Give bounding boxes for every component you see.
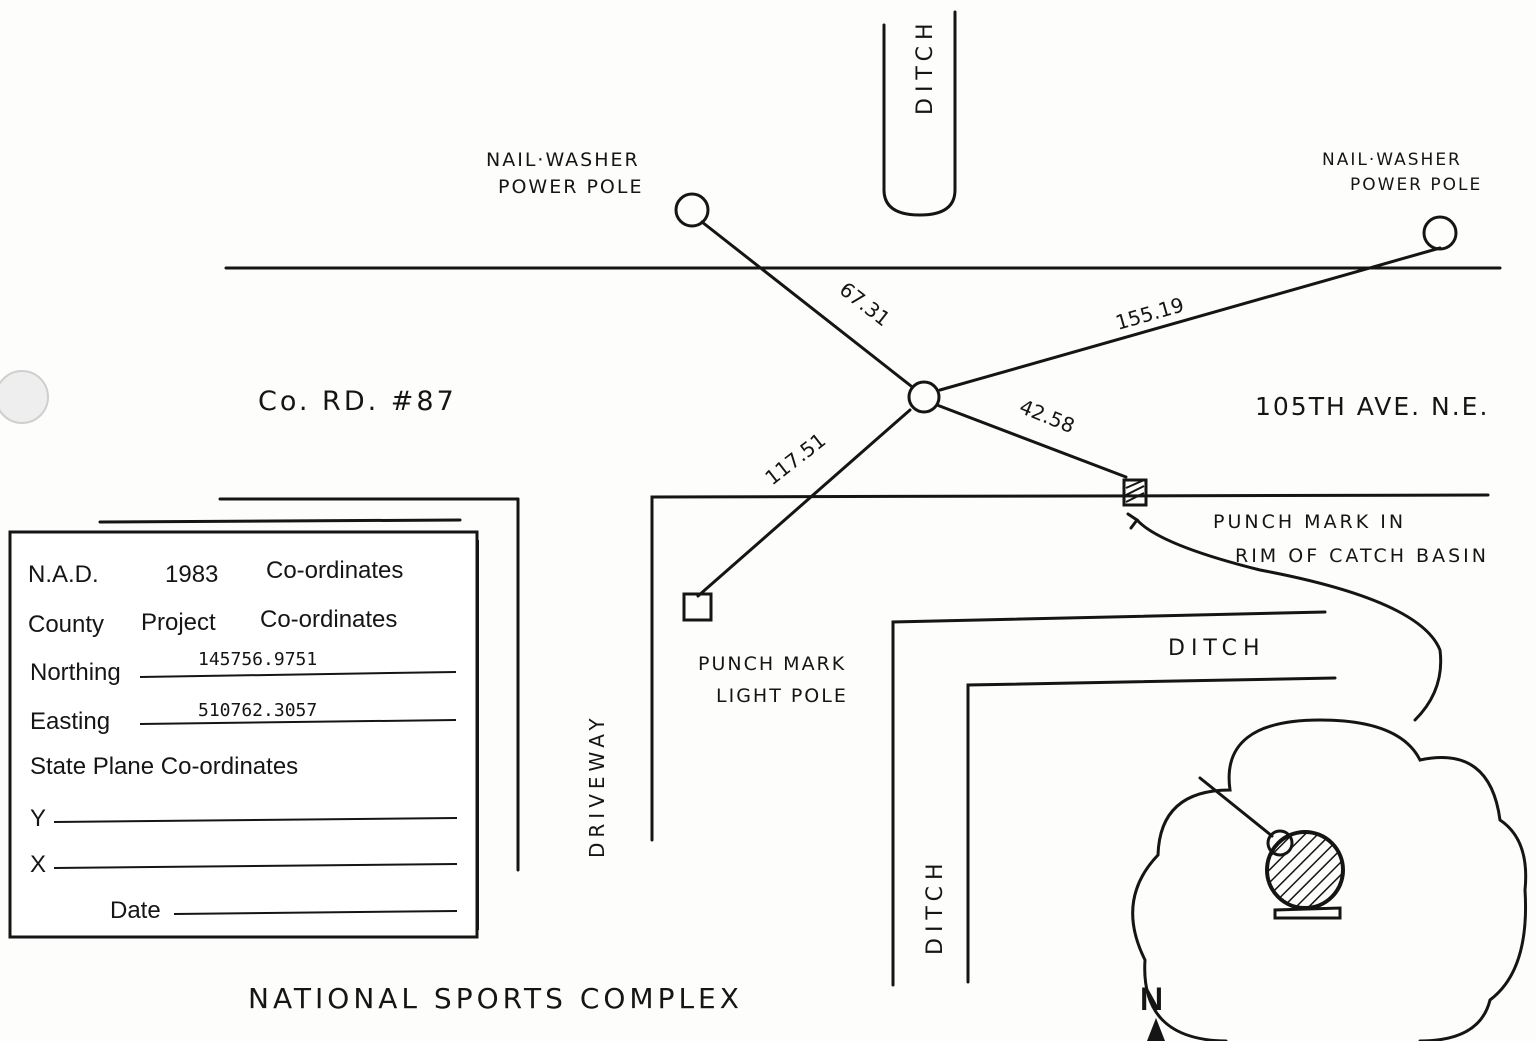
form-northing-label: Northing — [30, 659, 121, 686]
nail-left-line2: POWER POLE — [498, 176, 643, 198]
form-easting-label: Easting — [30, 708, 110, 735]
north-arrow-icon — [1147, 1018, 1165, 1041]
driveway-right-edge — [650, 493, 1490, 842]
line-to-right-pole — [938, 246, 1442, 392]
ditch-right-label: DITCH — [1168, 636, 1265, 661]
ditch-top-label: DITCH — [913, 18, 938, 115]
driveway-label: DRIVEWAY — [585, 713, 609, 858]
punch-basin-line1: PUNCH MARK IN — [1213, 511, 1406, 533]
distance-left-pole: 67.31 — [835, 277, 895, 331]
light-pole-icon — [682, 592, 713, 622]
basin-leader-arrow-icon — [1126, 512, 1140, 530]
nail-left-line1: NAIL·WASHER — [486, 149, 640, 171]
line-to-light-pole — [696, 408, 912, 598]
north-label: N — [1140, 981, 1163, 1017]
form-date-label: Date — [110, 897, 161, 924]
control-point-icon — [907, 380, 941, 414]
nail-right-line1: NAIL·WASHER — [1322, 150, 1462, 170]
line-to-catch-basin — [935, 403, 1128, 479]
nail-right-line2: POWER POLE — [1350, 175, 1482, 195]
basin-leader-line — [1135, 518, 1443, 722]
form-northing-value: 145756.9751 — [198, 649, 317, 670]
hole-punch — [0, 370, 49, 424]
form-nad: N.A.D. — [28, 561, 99, 588]
coordinate-form: N.A.D. 1983 Co-ordinates County Project … — [8, 518, 479, 939]
left-power-pole-icon — [674, 192, 710, 228]
punch-light-line1: PUNCH MARK — [698, 653, 846, 675]
form-year: 1983 — [165, 561, 218, 588]
distance-right-pole: 155.19 — [1113, 292, 1187, 334]
punch-light-line2: LIGHT POLE — [716, 685, 848, 707]
complex-label: NATIONAL SPORTS COMPLEX — [248, 982, 743, 1015]
form-project: Project — [141, 609, 216, 636]
right-power-pole-icon — [1422, 215, 1458, 251]
road-left-label: Co. RD. #87 — [258, 386, 457, 417]
catch-basin-icon — [1122, 478, 1148, 507]
form-x-label: X — [30, 851, 46, 878]
road-right-label: 105TH AVE. N.E. — [1255, 392, 1489, 421]
catch-basin-detail-icon — [1198, 776, 1345, 920]
form-y-label: Y — [30, 805, 46, 832]
form-county: County — [28, 611, 104, 638]
form-state-plane: State Plane Co-ordinates — [30, 753, 298, 780]
punch-basin-line2: RIM OF CATCH BASIN — [1235, 545, 1489, 567]
detail-cloud — [1131, 718, 1528, 1041]
distance-light-pole: 117.51 — [760, 428, 830, 490]
form-coords2: Co-ordinates — [260, 606, 397, 633]
line-to-left-pole — [700, 220, 913, 388]
form-easting-value: 510762.3057 — [198, 700, 317, 721]
ditch-inner-edge — [966, 676, 1337, 984]
ditch-top-outline — [882, 10, 957, 217]
ditch-bottom-label: DITCH — [923, 858, 948, 955]
ditch-outer-edge — [891, 610, 1327, 987]
distance-catch-basin: 42.58 — [1016, 394, 1078, 438]
form-coords1: Co-ordinates — [266, 557, 403, 584]
